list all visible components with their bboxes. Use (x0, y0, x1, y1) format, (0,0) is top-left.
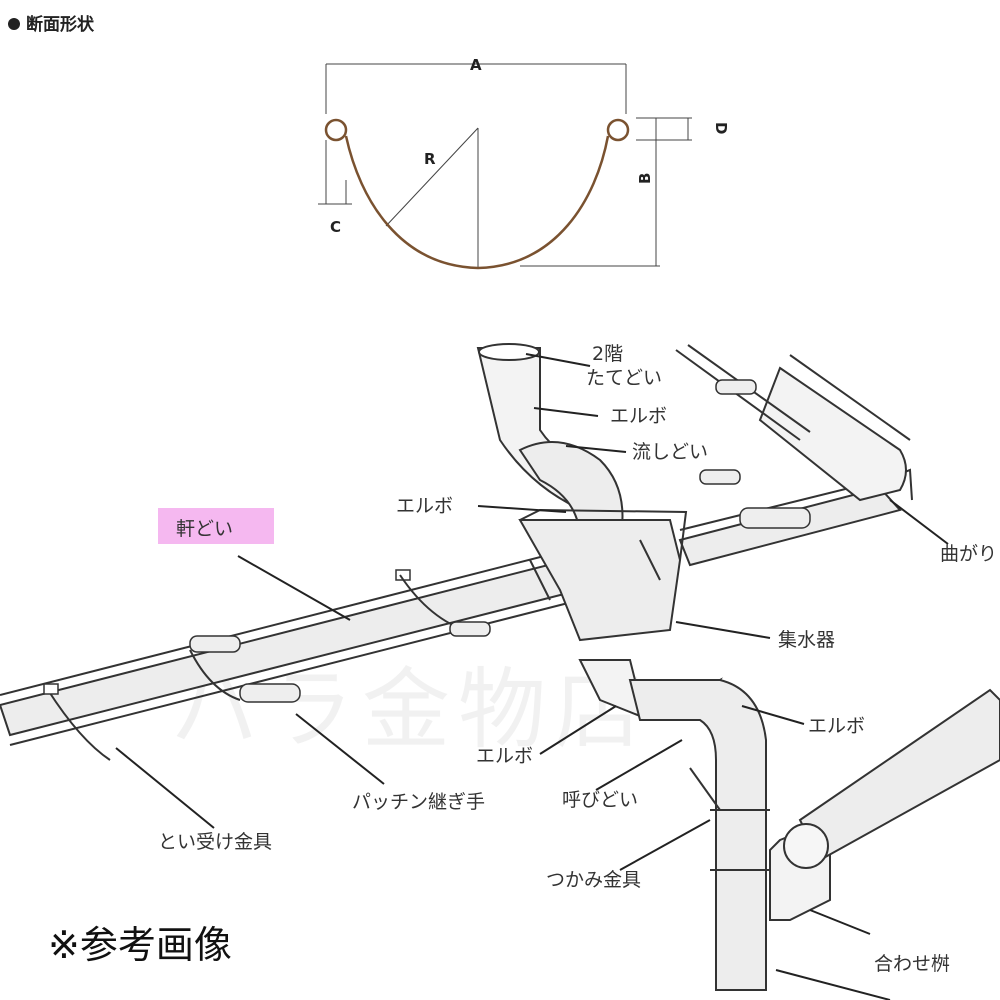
label-patchin: パッチン継ぎ手 (352, 791, 485, 813)
dim-c-label: C (330, 218, 341, 236)
hanger-2 (189, 649, 241, 701)
label-yobidoi: 呼びどい (562, 789, 638, 811)
joint-3 (739, 507, 811, 529)
joint-2 (449, 621, 491, 637)
label-shusuiki: 集水器 (778, 629, 835, 651)
elbow-upper (518, 441, 624, 541)
label-elbow-left: エルボ (396, 495, 453, 517)
label-nagashidoi: 流しどい (632, 441, 708, 463)
label-elbow-lower: エルボ (476, 745, 533, 767)
dim-b-label: B (636, 173, 654, 184)
label-tsukami: つかみ金具 (546, 869, 641, 891)
connecting-pipe (628, 679, 767, 991)
label-downpipe-2f-line2: たてどい (586, 367, 662, 389)
corner-elbow (758, 366, 907, 502)
section-bullet-icon (8, 18, 20, 30)
hanger-1 (47, 689, 111, 761)
dim-r-label: R (424, 150, 436, 168)
label-downpipe-2f: 2階 (592, 343, 623, 365)
nokidoi-highlight (158, 508, 274, 544)
rain-head (518, 519, 682, 642)
dim-a-label: A (470, 56, 482, 74)
dim-d-label: D (712, 122, 730, 134)
joint-1 (239, 683, 301, 703)
label-awase: 合わせ桝 (874, 953, 950, 975)
left-bead (324, 118, 348, 142)
cross-section-profile: A R C D B (318, 56, 730, 270)
label-elbow-top: エルボ (610, 405, 667, 427)
section-title: 断面形状 (26, 14, 95, 35)
leader-lines (115, 353, 949, 1000)
reference-note: ※参考画像 (48, 923, 232, 967)
label-magari: 曲がり (940, 543, 997, 565)
label-toiuke: とい受け金具 (158, 831, 272, 853)
isometric-drawing (0, 343, 1000, 991)
label-nokidoi: 軒どい (176, 518, 233, 540)
right-bead (606, 118, 630, 142)
label-elbow-right: エルボ (808, 715, 865, 737)
gutter-profile-curve (344, 135, 610, 270)
